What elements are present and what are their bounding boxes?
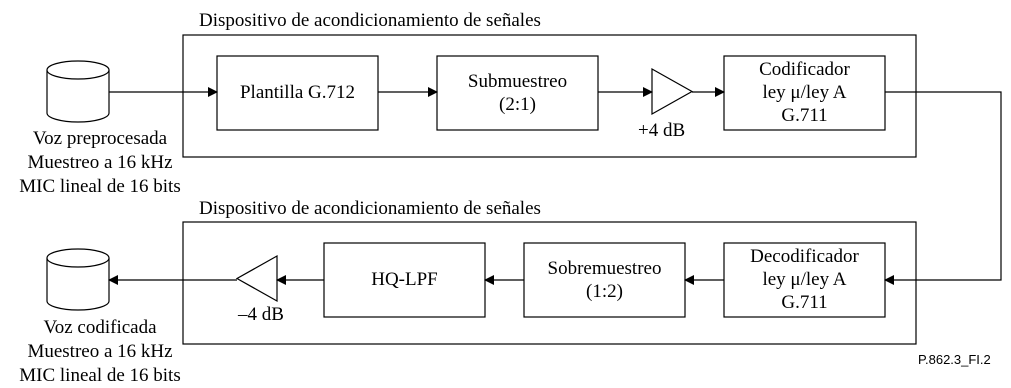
decoder-label-line: Decodificador xyxy=(750,246,859,267)
encoder-to-decoder-link xyxy=(884,91,1002,285)
gain-bottom-label: –4 dB xyxy=(238,304,284,325)
encoder-block xyxy=(723,55,886,131)
input-caption-line: Voz preprocesada xyxy=(32,128,168,149)
lpf-label-line: HQ-LPF xyxy=(371,269,438,290)
downsample-block-label: Submuestreo (2:1) xyxy=(437,70,598,116)
encoder-standard-line: G.711 xyxy=(781,105,828,126)
output-database-icon xyxy=(46,248,110,311)
downsample-block xyxy=(436,55,599,131)
template-block-label: Plantilla G.712 xyxy=(217,81,378,104)
input-caption-line: Muestreo a 16 kHz xyxy=(27,152,173,173)
decoder-standard-line: G.711 xyxy=(781,292,828,313)
downsample-ratio-line: (2:1) xyxy=(499,94,536,115)
encoder-block-label: Codificador ley μ/ley A G.711 xyxy=(724,58,885,127)
decoder-law-line: ley μ/ley A xyxy=(762,269,847,290)
output-caption-line: MIC lineal de 16 bits xyxy=(19,365,181,386)
template-label-line: Plantilla G.712 xyxy=(239,82,356,103)
bottom-group-frame xyxy=(182,221,917,345)
decoder-block xyxy=(723,242,886,318)
input-database-icon xyxy=(46,60,110,123)
template-block xyxy=(216,55,379,131)
lpf-block-label: HQ-LPF xyxy=(324,268,485,291)
input-caption: Voz preprocesada Muestreo a 16 kHz MIC l… xyxy=(2,127,198,199)
gain-amplifier-top xyxy=(651,67,694,116)
figure-reference: P.862.3_FI.2 xyxy=(918,352,991,367)
upsample-label-line: Sobremuestreo xyxy=(547,258,662,279)
downsample-label-line: Submuestreo xyxy=(467,71,568,92)
gain-top-label: +4 dB xyxy=(638,120,686,141)
output-caption: Voz codificada Muestreo a 16 kHz MIC lin… xyxy=(2,316,198,388)
output-caption-line: Muestreo a 16 kHz xyxy=(27,341,173,362)
gain-amplifier-bottom xyxy=(235,254,278,303)
output-caption-line: Voz codificada xyxy=(43,317,157,338)
top-group-title: Dispositivo de acondicionamiento de seña… xyxy=(199,10,541,31)
encoder-label-line: Codificador xyxy=(759,59,850,80)
bottom-group-title: Dispositivo de acondicionamiento de seña… xyxy=(199,198,541,219)
top-group-frame xyxy=(182,34,917,158)
upsample-ratio-line: (1:2) xyxy=(586,281,623,302)
input-caption-line: MIC lineal de 16 bits xyxy=(19,176,181,197)
encoder-law-line: ley μ/ley A xyxy=(762,82,847,103)
decoder-block-label: Decodificador ley μ/ley A G.711 xyxy=(724,245,885,314)
upsample-block-label: Sobremuestreo (1:2) xyxy=(524,257,685,303)
